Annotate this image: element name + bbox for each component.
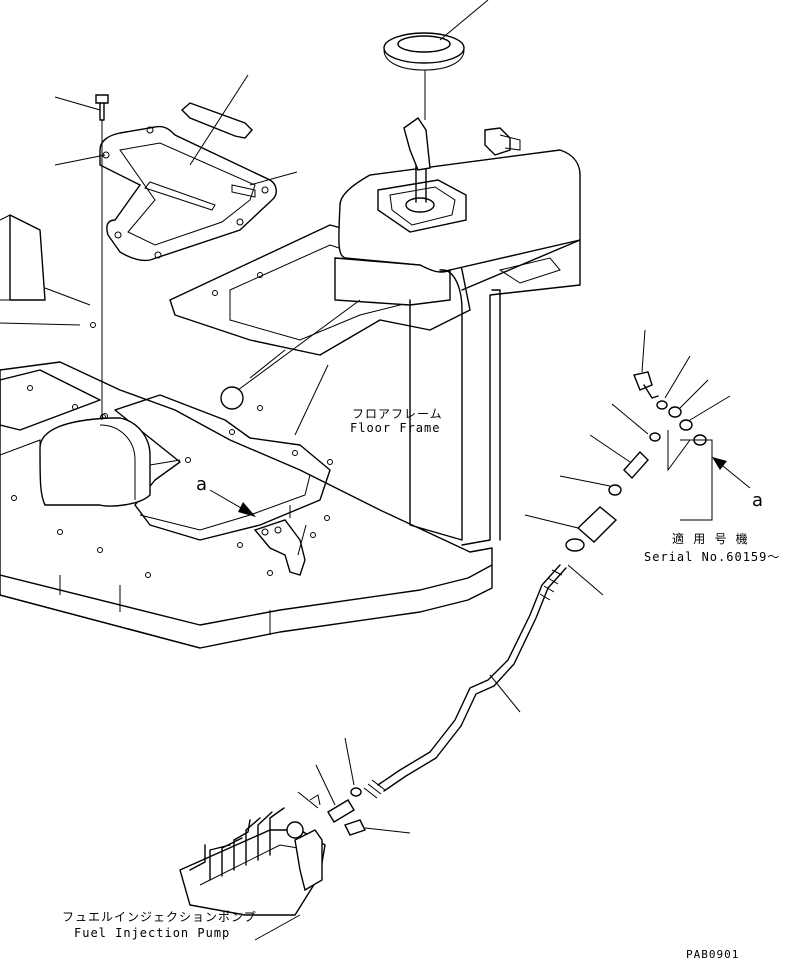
console (334, 32, 581, 546)
grommet (220, 299, 361, 410)
cable-fittings (565, 371, 713, 552)
engine-cover (39, 417, 151, 507)
pump-label-jp: フュエルインジェクションポンプ (62, 910, 257, 924)
detail-ref-right: a (752, 490, 764, 511)
detail-arrow-left (209, 489, 256, 517)
detail-arrow-right (712, 457, 751, 489)
access-cover (95, 94, 277, 420)
detail-ref-left: a (196, 474, 208, 495)
floor-bracket (253, 505, 306, 576)
control-cable (363, 564, 567, 799)
floor-frame-label-en: Floor Frame (350, 421, 441, 435)
floor-frame-label-jp: フロアフレーム (352, 407, 443, 421)
serial-label-jp: 適 用 号 機 (672, 532, 749, 546)
leader-lines (0, 0, 731, 941)
drawing-code: PAB0901 (686, 948, 740, 961)
fuel-injection-pump (179, 807, 326, 916)
pump-fittings (309, 787, 366, 836)
serial-label-en: Serial No.60159～ (644, 550, 781, 564)
pump-label-en: Fuel Injection Pump (74, 926, 231, 940)
